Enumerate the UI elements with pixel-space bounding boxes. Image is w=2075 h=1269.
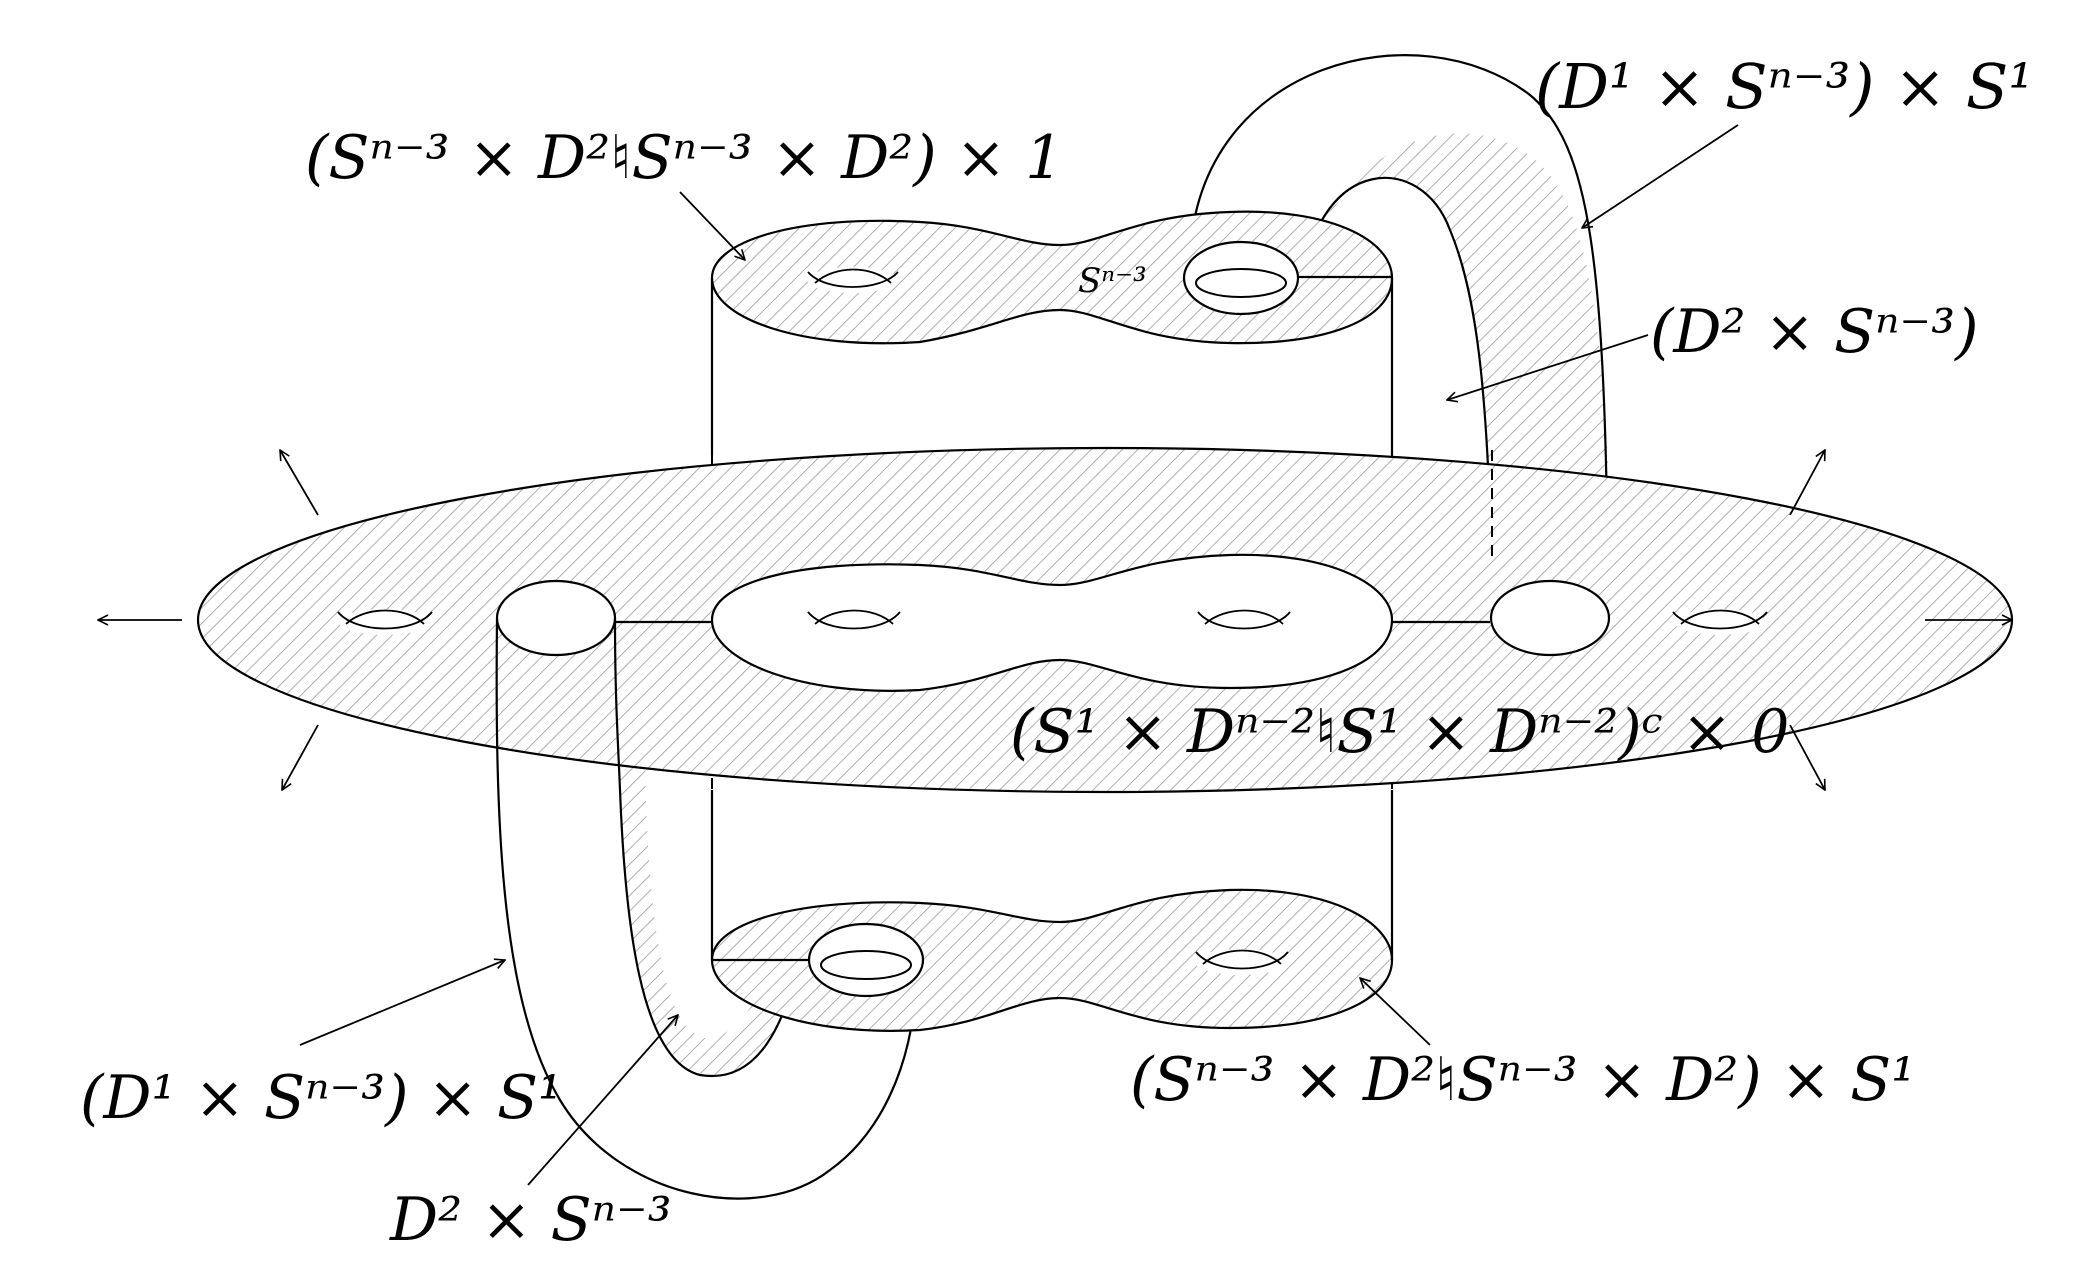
left-handle-band [618,760,800,1077]
arrow-up-left [280,450,319,516]
outward-arrows [98,450,2012,790]
label-bottom-cap: (Sⁿ⁻³ × D²♮Sⁿ⁻³ × D²) × S¹ [1130,1045,1915,1115]
pointer-bottom-cap [1360,978,1431,1046]
pointer-bottom-tube [299,960,505,1046]
disc-hole-far-left [337,609,433,635]
top-cap-hole [807,267,899,293]
top-cap-handle-hole [1182,240,1300,316]
top-cap [710,210,1394,345]
pointer-right-handle [1447,334,1649,400]
left-tube-opening [495,579,617,657]
pointer-top-cap [679,191,745,260]
label-top-tube: (D¹ × Sⁿ⁻³) × S¹ [1535,50,2033,123]
arrow-down-left [282,724,319,790]
pointer-arrows [299,124,1739,1186]
bottom-cap [710,888,1394,1032]
inner-hole-left [807,609,901,630]
main-disc [196,446,2014,794]
disc-hole-far-right [1672,609,1768,635]
arrow-down-right [1789,724,1825,790]
label-top-cap: (Sⁿ⁻³ × D²♮Sⁿ⁻³ × D²) × 1 [305,123,1063,193]
labels: (D¹ × Sⁿ⁻³) × S¹ (Sⁿ⁻³ × D²♮Sⁿ⁻³ × D²) ×… [80,50,2033,1255]
label-right-handle: (D² × Sⁿ⁻³) [1650,297,1979,367]
cylinder-walls [710,278,1394,960]
bottom-cap-hole [1195,949,1289,975]
pointer-left-handle [527,1015,678,1186]
arrow-up-right [1789,450,1825,516]
label-complement: (S¹ × Dⁿ⁻²♮S¹ × Dⁿ⁻²)ᶜ × 0 [1010,697,1789,767]
bottom-cap-handle-hole [807,922,925,998]
left-tube [495,617,917,1200]
left-handle-back [618,760,800,1077]
label-left-handle: D² × Sⁿ⁻³ [389,1185,672,1255]
right-tube-opening [1489,579,1611,657]
inner-hole-right [1197,609,1291,630]
label-sphere: Sⁿ⁻³ [1078,261,1147,301]
pointer-top-tube [1582,124,1739,228]
label-bottom-tube: (D¹ × Sⁿ⁻³) × S¹ [80,1063,562,1133]
